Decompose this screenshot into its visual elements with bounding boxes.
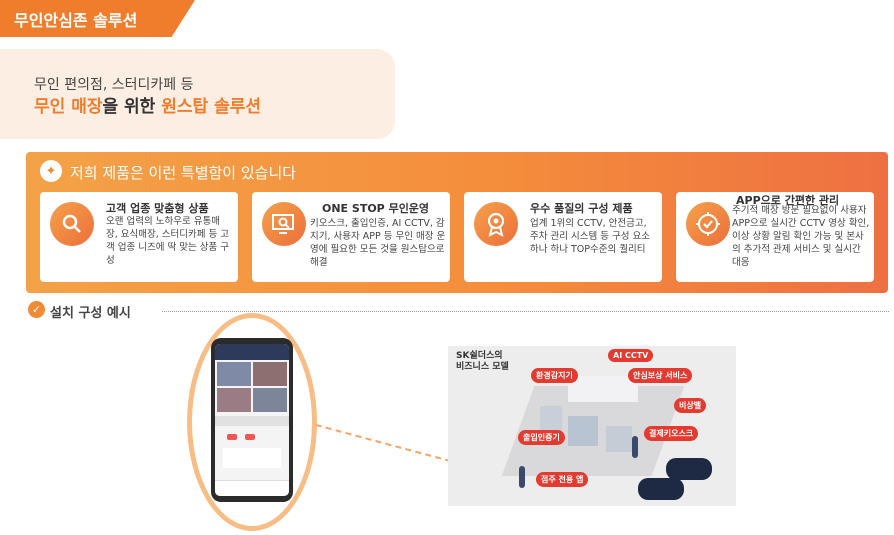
award-icon xyxy=(474,202,518,246)
tag-compensation: 안심보상 서비스 xyxy=(628,368,693,383)
app-badge xyxy=(245,434,255,440)
feature-card-title: 고객 업종 맞춤형 상품 xyxy=(106,202,209,215)
check-icon: ✓ xyxy=(28,301,45,318)
diagram-heading: SK쉴더스의 비즈니스 모델 xyxy=(456,351,509,373)
intro-subtitle: 무인 편의점, 스터디카페 등 xyxy=(34,77,194,93)
feature-card-2: ONE STOP 무인운영 키오스크, 출입인증, AI CCTV, 감지기, … xyxy=(252,192,450,282)
person-figure xyxy=(519,466,525,488)
feature-card-4: APP으로 간편한 관리 주기적 매장 방문 필요없이 사용자 APP으로 실시… xyxy=(676,192,874,282)
app-badge xyxy=(227,434,237,440)
business-model-diagram: SK쉴더스의 비즈니스 모델 AI CCTV 환경감지기 안심보상 서비스 비상… xyxy=(448,346,736,506)
diagram-heading-line2: 비즈니스 모델 xyxy=(456,362,509,372)
install-title: 설치 구성 예시 xyxy=(50,306,131,321)
feature-card-1: 고객 업종 맞춤형 상품 오랜 업력의 노하우로 유통매장, 요식매장, 스터디… xyxy=(40,192,238,282)
cctv-thumb xyxy=(217,388,251,412)
app-stats xyxy=(223,448,281,468)
tag-owner-app: 점주 전용 앱 xyxy=(536,472,589,487)
store-wall xyxy=(568,376,638,402)
intro-box xyxy=(0,49,395,139)
phone-highlight-ellipse xyxy=(187,313,317,531)
cctv-thumb xyxy=(217,362,251,386)
app-tabs xyxy=(215,416,289,426)
dotted-divider xyxy=(162,311,889,312)
connector-dashed-line xyxy=(315,424,452,463)
intro-highlight-2: 원스탑 솔루션 xyxy=(161,97,262,117)
magnifier-icon xyxy=(50,202,94,246)
feature-card-desc: 키오스크, 출입인증, AI CCTV, 감지기, 사용자 APP 등 무인 매… xyxy=(310,218,446,268)
cctv-thumb xyxy=(253,388,287,412)
app-header xyxy=(215,344,289,360)
intro-mid-text: 을 위한 xyxy=(102,97,162,117)
tag-emergency-bell: 비상벨 xyxy=(674,398,707,413)
intro-headline: 무인 매장을 위한 원스탑 솔루션 xyxy=(34,92,261,117)
intro-highlight-1: 무인 매장 xyxy=(34,97,103,117)
feature-card-title: APP으로 간편한 관리 xyxy=(736,194,840,207)
feature-card-title: 우수 품질의 구성 제품 xyxy=(530,202,633,215)
shelf xyxy=(568,416,598,446)
feature-card-3: 우수 품질의 구성 제품 업계 1위의 CCTV, 안전금고, 주차 관리 시스… xyxy=(464,192,662,282)
tag-ai-cctv: AI CCTV xyxy=(608,349,654,362)
page-title: 무인안심존 솔루션 xyxy=(14,10,138,30)
badge-icon: ✦ xyxy=(40,160,62,182)
feature-card-desc: 주기적 매장 방문 필요없이 사용자 APP으로 실시간 CCTV 영상 확인,… xyxy=(732,205,870,268)
feature-card-desc: 오랜 업력의 노하우로 유통매장, 요식매장, 스터디카페 등 고객 업종 니즈… xyxy=(106,216,229,266)
monitor-search-icon xyxy=(262,202,306,246)
patrol-car xyxy=(638,478,684,500)
patrol-car xyxy=(666,458,712,480)
cctv-thumb xyxy=(253,362,287,386)
person-figure xyxy=(632,436,638,458)
features-title: 저희 제품은 이런 특별함이 있습니다 xyxy=(70,164,297,182)
target-check-icon xyxy=(686,202,730,246)
shelf xyxy=(606,426,632,452)
tag-access-device: 출입인증기 xyxy=(518,430,565,445)
diagram-heading-line1: SK쉴더스의 xyxy=(456,351,503,361)
feature-card-title: ONE STOP 무인운영 xyxy=(322,202,430,215)
phone-screen xyxy=(215,344,289,496)
app-bottom-nav xyxy=(215,480,289,496)
feature-card-desc: 업계 1위의 CCTV, 안전금고, 주차 관리 시스템 등 구성 요소 하나 … xyxy=(530,218,650,255)
tag-env-sensor: 환경감지기 xyxy=(531,368,578,383)
page-title-tab: 무인안심존 솔루션 xyxy=(0,0,195,37)
tag-kiosk: 결제키오스크 xyxy=(644,426,699,441)
